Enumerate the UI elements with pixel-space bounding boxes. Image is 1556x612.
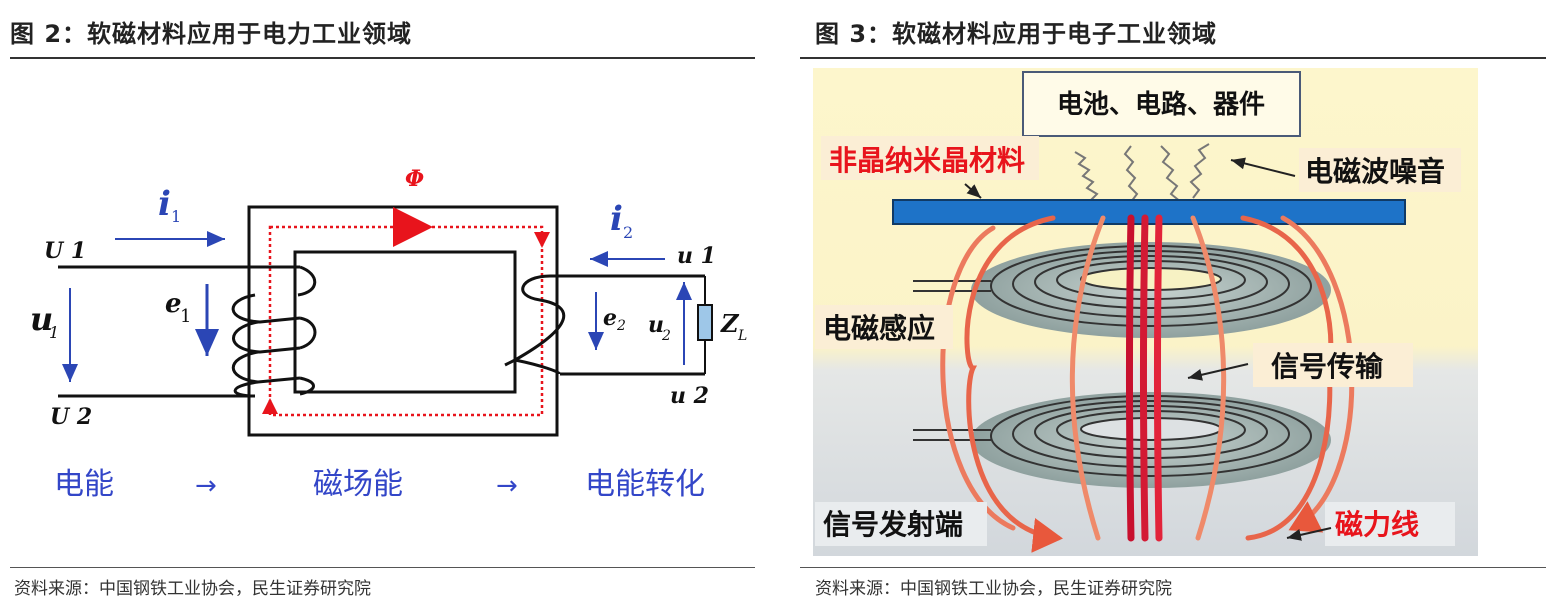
transformer-diagram: Φ i 1 i 2 u 1 e 1 e 2 u 2 Z L U 1 U 2 u … [30,166,747,502]
flow-step-2: 磁场能 [313,467,403,502]
field-lines-pointer [1286,527,1332,541]
terminal-u2: u 2 [670,383,709,409]
svg-text:2: 2 [623,223,633,242]
primary-coil [231,265,301,398]
noise-wave-4 [1189,143,1210,199]
svg-text:e: e [165,289,182,319]
noise-label: 电磁波噪音 [1305,155,1445,188]
noise-wave-1 [1074,151,1099,201]
flux-label: Φ [405,166,424,192]
flow-arrow-2: → [496,471,518,501]
core-inner [293,250,517,394]
flow-step-1: 电能 [54,467,114,502]
circuit-box [1022,71,1301,137]
noise-wave-3 [1160,145,1182,203]
svg-text:1: 1 [171,207,181,226]
left-figure-title: 图 2：软磁材料应用于电力工业领域 [10,20,413,48]
material-label: 非晶纳米晶材料 [829,144,1025,177]
load-resistor [697,304,713,341]
right-source-rule [800,567,1546,568]
secondary-coil [504,274,566,376]
field-lines-label: 磁力线 [1335,508,1419,541]
left-title-rule [10,57,755,59]
svg-text:u: u [648,312,664,338]
svg-text:i: i [158,184,171,224]
svg-text:电池、电路、器件: 电池、电路、器件 [1057,89,1265,120]
noise-wave-2 [1123,145,1139,203]
transmission-label: 信号传输 [1271,350,1384,383]
terminal-U1: U 1 [44,238,86,264]
left-source-rule [10,567,755,568]
nanocrystal-plate [892,199,1406,225]
flux-path [268,225,544,417]
svg-text:Z: Z [720,309,740,338]
transmitter-label: 信号发射端 [823,508,963,541]
electronics-diagram: 电池、电路、器件 非晶纳米晶材料 电磁波噪音 电磁感应 信号 [813,68,1478,556]
svg-text:i: i [610,199,623,239]
terminal-u1: u 1 [677,243,716,269]
material-pointer [964,183,982,199]
induction-label: 电磁感应 [823,312,935,345]
terminal-U2: U 2 [50,404,92,430]
svg-text:2: 2 [616,318,626,334]
svg-text:2: 2 [661,328,671,344]
noise-pointer [1230,157,1296,177]
right-figure-title: 图 3：软磁材料应用于电子工业领域 [815,20,1218,48]
svg-text:1: 1 [49,323,59,342]
right-title-rule [800,57,1546,59]
flow-arrow-1: → [195,471,217,501]
svg-text:u: u [30,300,53,338]
svg-text:L: L [737,328,747,344]
transmission-pointer [1187,363,1249,381]
flow-step-3: 电能转化 [585,467,705,502]
left-figure-source: 资料来源：中国钢铁工业协会，民生证券研究院 [14,579,371,599]
right-figure-source: 资料来源：中国钢铁工业协会，民生证券研究院 [815,579,1172,599]
svg-text:1: 1 [180,306,191,327]
svg-text:e: e [603,305,617,331]
